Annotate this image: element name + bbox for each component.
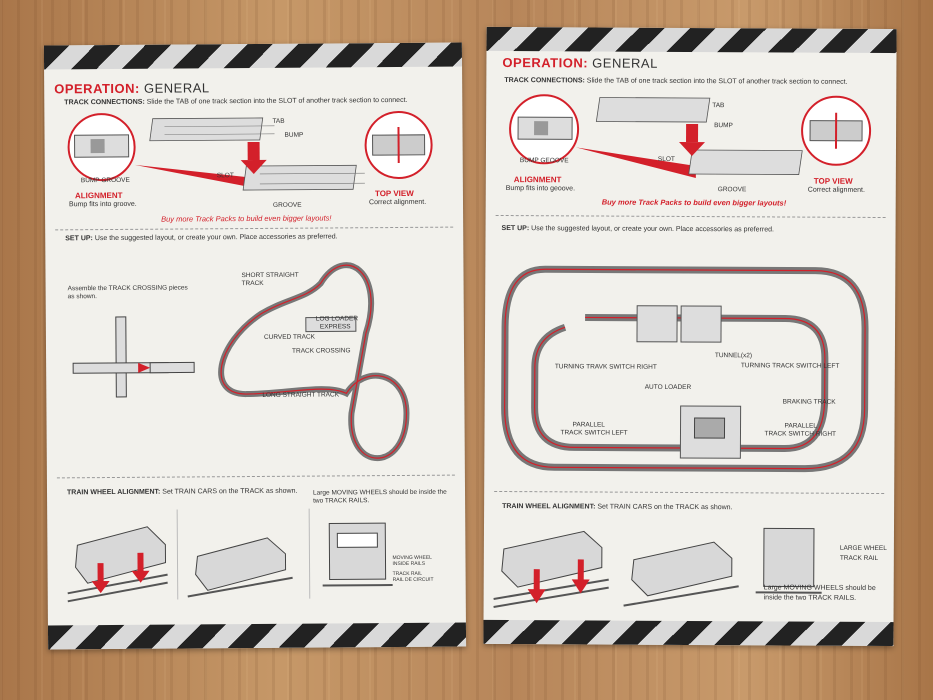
page-heading: OPERATION: GENERAL: [54, 80, 210, 97]
bump-callout: BUMP: [714, 122, 733, 130]
large-wheels-line1: Large MOVING WHEELS should be inside the: [313, 488, 447, 497]
parallel-left-label-2: TRACK SWITCH LEFT: [560, 429, 628, 437]
bump-callout: BUMP: [284, 131, 304, 139]
alignment-title: ALIGNMENT: [513, 175, 562, 185]
top-view-title: TOP VIEW: [813, 176, 853, 186]
section-divider: [56, 474, 455, 479]
parallel-left-label-1: PARALLEL: [572, 421, 605, 429]
turning-switch-left-label: TURNING TRACK SWITCH LEFT: [740, 362, 840, 370]
tab-callout: TAB: [712, 102, 725, 110]
wheel-alignment-text: TRAIN WHEEL ALIGNMENT: Set TRAIN CARS on…: [66, 487, 298, 497]
tunnel-label: TUNNEL(x2): [714, 352, 753, 360]
track-crossing-label: TRACK CROSSING: [292, 347, 351, 355]
hazard-stripe-top: [43, 42, 463, 70]
braking-track-label: BRAKING TRACK: [782, 398, 836, 406]
right-instruction-sheet: OPERATION: GENERAL TRACK CONNECTIONS: Sl…: [483, 26, 897, 647]
long-straight-label: LONG STRAIGHT TRACK: [262, 391, 340, 399]
slot-callout: SLOT: [216, 172, 234, 180]
section-divider: [495, 214, 886, 219]
alignment-text: Bump fits into geoove.: [505, 185, 576, 193]
groove-callout: GROOVE: [272, 201, 302, 209]
alignment-title: ALIGNMENT: [74, 190, 123, 201]
hazard-stripe-top: [486, 26, 897, 54]
wheel-alignment-text: TRAIN WHEEL ALIGNMENT: Set TRAIN CARS on…: [502, 503, 733, 512]
short-straight-label-2: TRACK: [241, 279, 264, 288]
moving-wheel-label-2: INSIDE RAILS: [392, 560, 426, 568]
wheel-alignment-diagram: [67, 508, 393, 603]
parallel-right-label-1: PARALLEL: [784, 422, 817, 430]
slot-callout: SLOT: [657, 155, 675, 163]
parallel-right-label-2: TRACK SWITCH RIGHT: [764, 430, 837, 438]
bump-groove-callout: BUMP GEOOVE: [519, 157, 569, 165]
large-wheels-line1: Large MOVING WHEELS should be: [763, 584, 876, 592]
large-wheels-line2: inside the two TRACK RAILS.: [763, 594, 857, 602]
page-heading: OPERATION: GENERAL: [502, 55, 658, 71]
turning-switch-right-label: TURNING TRAVK SWITCH RIGHT: [554, 363, 657, 371]
short-straight-label-1: SHORT STRAIGHT: [241, 271, 299, 280]
promo-text: Buy more Track Packs to build even bigge…: [601, 197, 787, 208]
hazard-stripe-bottom: [47, 622, 467, 650]
promo-text: Buy more Track Packs to build even bigge…: [161, 213, 332, 224]
hazard-stripe-bottom: [483, 619, 894, 647]
track-rail-label-2: RAIL DE CIRCUIT: [392, 576, 434, 584]
bump-groove-callout: BUMP GROOVE: [80, 176, 130, 185]
track-connection-diagram: [509, 94, 872, 179]
section-divider: [494, 490, 885, 495]
track-connection-diagram: [67, 110, 433, 191]
tab-callout: TAB: [272, 117, 285, 125]
setup-text: SET UP: Use the suggested layout, or cre…: [501, 225, 774, 234]
log-loader-label-2: EXPRESS: [319, 323, 351, 331]
top-view-text: Correct alignment.: [807, 186, 865, 194]
setup-layout-diagram: [501, 265, 869, 473]
log-loader-label-1: LOG LOADER: [315, 315, 359, 323]
setup-layout-diagram: [72, 262, 410, 462]
track-connections-text: TRACK CONNECTIONS: Slide the TAB of one …: [504, 77, 848, 86]
top-view-text: Correct alignment.: [368, 198, 427, 207]
curved-track-label: CURVED TRACK: [263, 333, 316, 341]
large-wheel-label: LARGE WHEEL: [839, 544, 887, 553]
alignment-text: Bump fits into groove.: [68, 200, 137, 209]
setup-text: SET UP: Use the suggested layout, or cre…: [65, 233, 338, 243]
top-view-title: TOP VIEW: [374, 188, 414, 199]
section-divider: [55, 226, 454, 231]
wheel-alignment-diagram: [493, 527, 822, 608]
auto-loader-label: AUTO LOADER: [644, 383, 692, 392]
track-rail-label: TRACK RAIL: [839, 554, 879, 562]
groove-callout: GROOVE: [717, 186, 747, 194]
left-instruction-sheet: OPERATION: GENERAL TRACK CONNECTIONS: Sl…: [43, 42, 467, 650]
